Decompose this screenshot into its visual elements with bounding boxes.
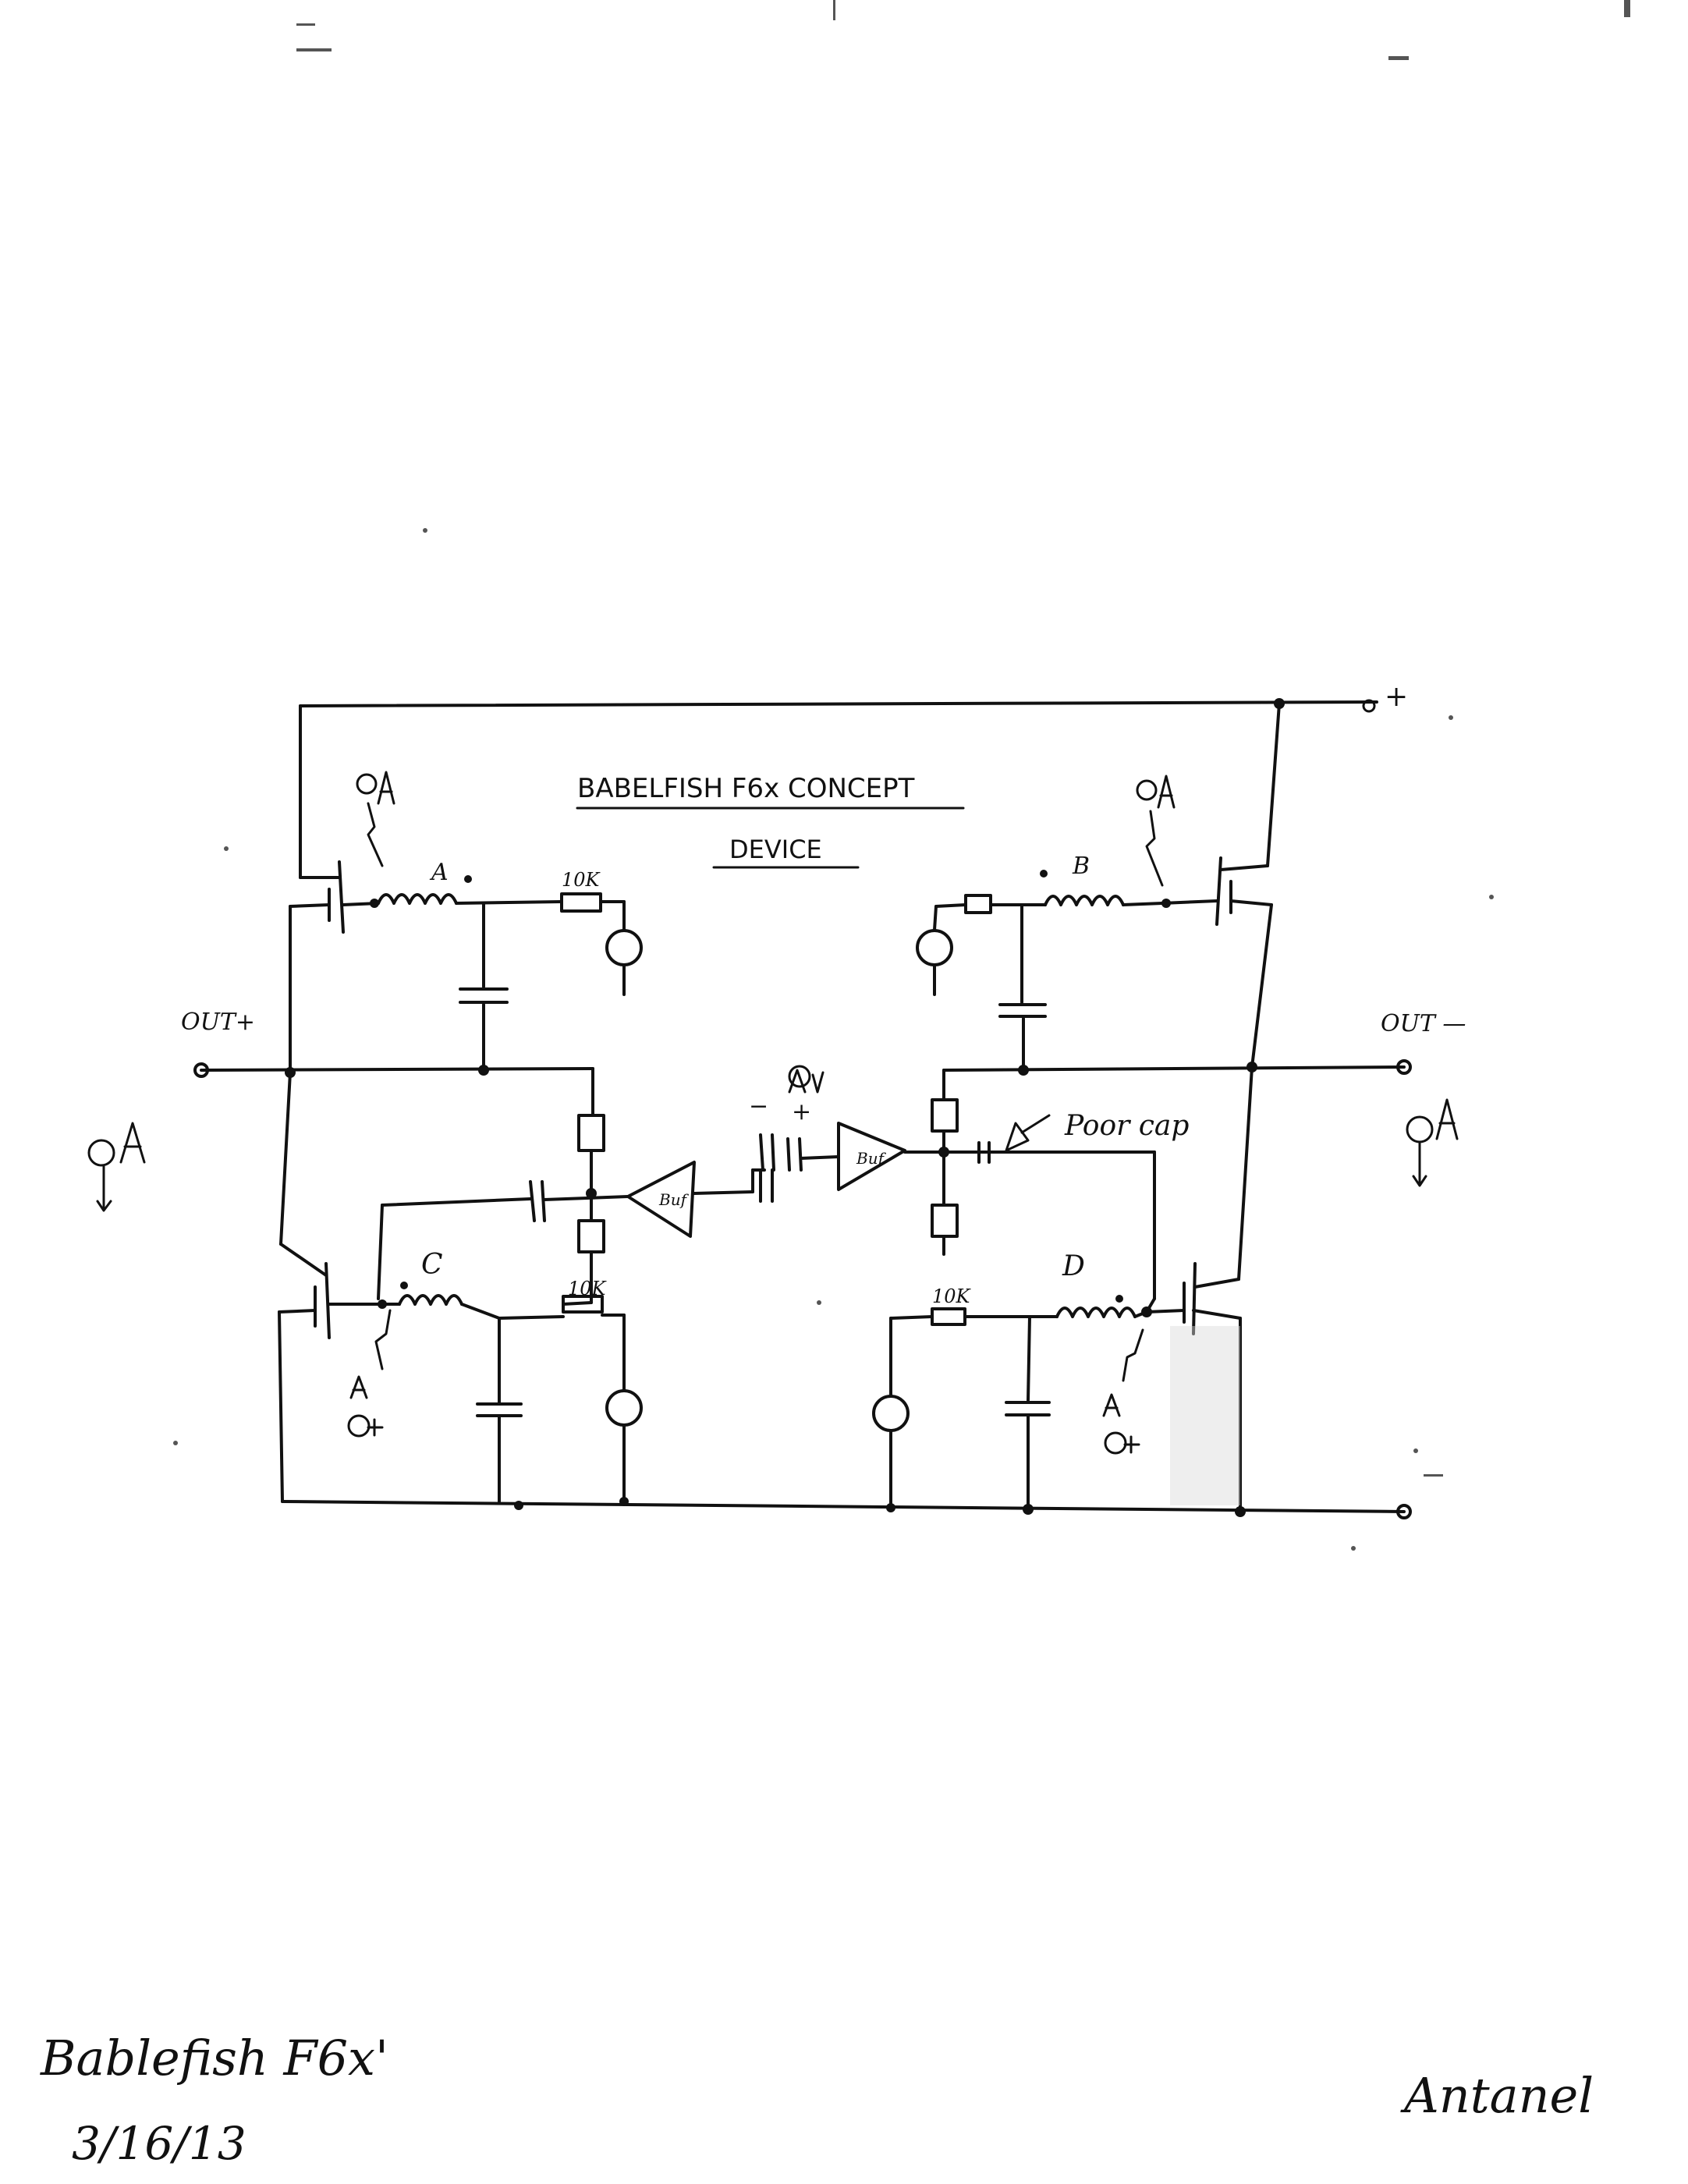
title-block: BABELFISH F6x CONCEPT DEVICE bbox=[576, 773, 965, 869]
out-minus-label: OUT — bbox=[1381, 1010, 1466, 1037]
input-minus-label: − bbox=[749, 1093, 768, 1120]
pickup-symbol-center bbox=[788, 1065, 824, 1094]
pickup-symbol-right bbox=[1406, 1098, 1459, 1187]
poor-cap-label: Poor cap bbox=[1064, 1110, 1189, 1142]
diagram-subtitle: DEVICE bbox=[729, 835, 822, 864]
buffer-right-label: Buf bbox=[856, 1149, 887, 1168]
channel-c-label: C bbox=[421, 1249, 443, 1281]
footer-caption: Bablefish F6x' bbox=[40, 2030, 388, 2086]
poor-cap-arrow bbox=[1005, 1114, 1051, 1152]
buffer-left-label: Buf bbox=[658, 1190, 690, 1209]
pickup-symbol-bottom-left bbox=[347, 1309, 392, 1438]
resistor-d-label: 10K bbox=[932, 1285, 972, 1307]
signature: Antanel bbox=[1400, 2067, 1594, 2124]
junction-dots bbox=[285, 698, 1285, 1517]
supply-plus-label: + bbox=[1385, 681, 1408, 713]
pickup-symbol-left bbox=[87, 1122, 146, 1212]
resistor-c-label: 10K bbox=[568, 1278, 608, 1299]
resistor-a-label: 10K bbox=[562, 869, 601, 891]
scan-shading bbox=[1170, 1326, 1240, 1505]
pickup-symbol-bottom-right bbox=[1102, 1328, 1144, 1455]
pickup-symbols bbox=[87, 771, 1459, 1455]
diagram-title: BABELFISH F6x CONCEPT bbox=[577, 773, 915, 804]
pickup-symbol-top-right bbox=[1136, 775, 1176, 887]
pickup-symbol-top-left bbox=[356, 771, 395, 867]
scan-specks bbox=[173, 0, 1630, 1551]
channel-d-label: D bbox=[1062, 1250, 1085, 1282]
footer: Bablefish F6x' 3/16/13 Antanel bbox=[40, 2030, 1594, 2170]
channel-b-label: B bbox=[1072, 853, 1090, 880]
input-plus-label: + bbox=[792, 1098, 811, 1126]
out-plus-label: OUT+ bbox=[181, 1009, 255, 1036]
component-labels: OUT+ OUT — + A B C D 10K 10K 10K Buf Buf… bbox=[181, 681, 1466, 1307]
footer-date: 3/16/13 bbox=[72, 2117, 246, 2170]
wiring bbox=[193, 700, 1412, 1519]
channel-a-label: A bbox=[429, 859, 449, 886]
